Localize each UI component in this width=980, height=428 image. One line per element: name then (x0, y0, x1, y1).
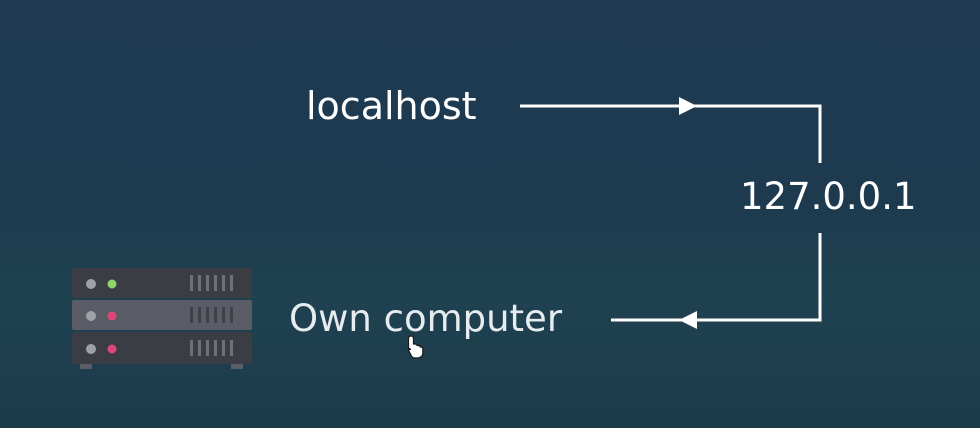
ip-to-own-computer-connector (611, 233, 822, 322)
led-gray-icon (86, 344, 96, 354)
own-computer-label: Own computer (289, 297, 563, 340)
server-rack-icon (72, 268, 252, 369)
vent-slots-middle (190, 307, 233, 323)
left-arrowhead (679, 311, 697, 329)
hand-pointer-icon (407, 335, 424, 359)
server-foot-left (80, 364, 92, 369)
led-pink-icon (107, 311, 117, 321)
led-pink-icon (107, 344, 117, 354)
led-gray-icon (86, 279, 96, 289)
localhost-to-ip-connector (520, 104, 822, 163)
vent-slots-bottom (190, 340, 233, 356)
led-green-icon (107, 279, 117, 289)
led-gray-icon (86, 311, 96, 321)
right-arrowhead (679, 97, 697, 115)
server-foot-right (231, 364, 243, 369)
localhost-label: localhost (306, 84, 477, 128)
vent-slots-top (190, 275, 233, 291)
ip-address-label: 127.0.0.1 (740, 175, 917, 218)
